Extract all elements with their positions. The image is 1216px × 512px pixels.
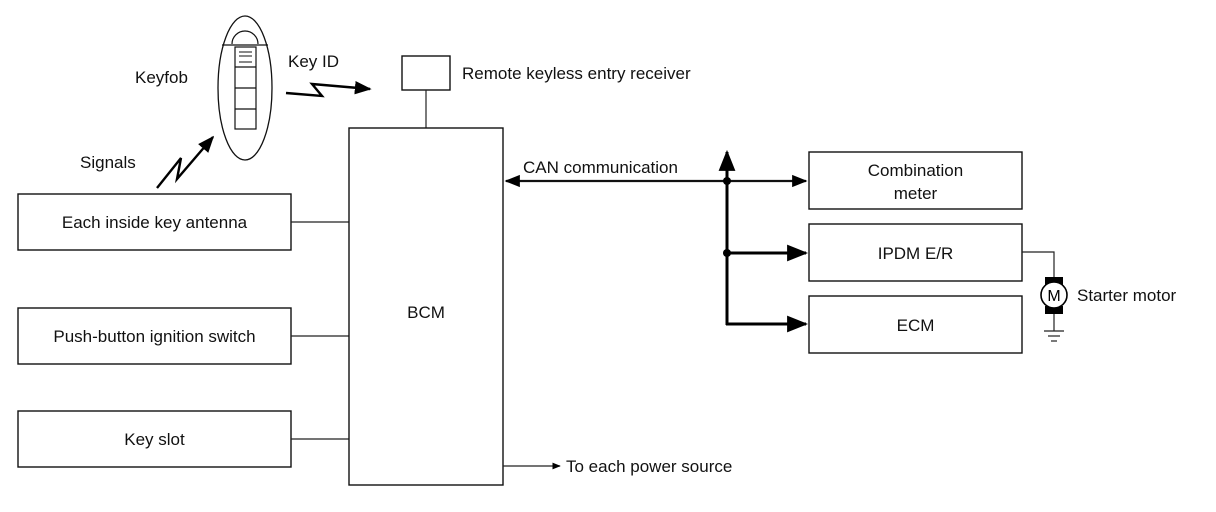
ecm-label: ECM <box>897 316 935 335</box>
key-slot-label: Key slot <box>124 430 185 449</box>
can-junction-1 <box>723 177 731 185</box>
ignition-switch-label: Push-button ignition switch <box>53 327 255 346</box>
output-combination-meter: Combination meter <box>808 151 1023 210</box>
receiver-label: Remote keyless entry receiver <box>462 64 691 83</box>
input-each-inside-key-antenna: Each inside key antenna <box>17 193 349 251</box>
keyfob-label: Keyfob <box>135 68 188 87</box>
starter-motor-icon: M <box>1040 277 1068 314</box>
motor-symbol: M <box>1047 288 1060 305</box>
ipdm-er-label: IPDM E/R <box>878 244 954 263</box>
key-id-signal-arrow <box>285 81 372 98</box>
keyfob-icon <box>217 15 273 161</box>
starter-motor-label: Starter motor <box>1077 286 1177 305</box>
output-ecm: ECM <box>808 295 1023 354</box>
ipdm-motor-wire <box>1022 251 1055 277</box>
bcm-box <box>348 127 504 486</box>
output-ipdm-er: IPDM E/R <box>808 223 1023 282</box>
combination-meter-label-line1: Combination <box>868 161 963 180</box>
signals-label: Signals <box>80 153 136 172</box>
combination-meter-label-line2: meter <box>894 184 938 203</box>
bcm-label: BCM <box>407 303 445 322</box>
ground-icon <box>1044 314 1064 342</box>
input-key-slot: Key slot <box>17 410 349 468</box>
can-label: CAN communication <box>523 158 678 177</box>
key-id-label: Key ID <box>288 52 339 71</box>
signals-arrow <box>156 135 215 189</box>
receiver-box <box>401 55 451 91</box>
antenna-label: Each inside key antenna <box>62 213 248 232</box>
power-source-label: To each power source <box>566 457 732 476</box>
input-push-button-ignition-switch: Push-button ignition switch <box>17 307 349 365</box>
